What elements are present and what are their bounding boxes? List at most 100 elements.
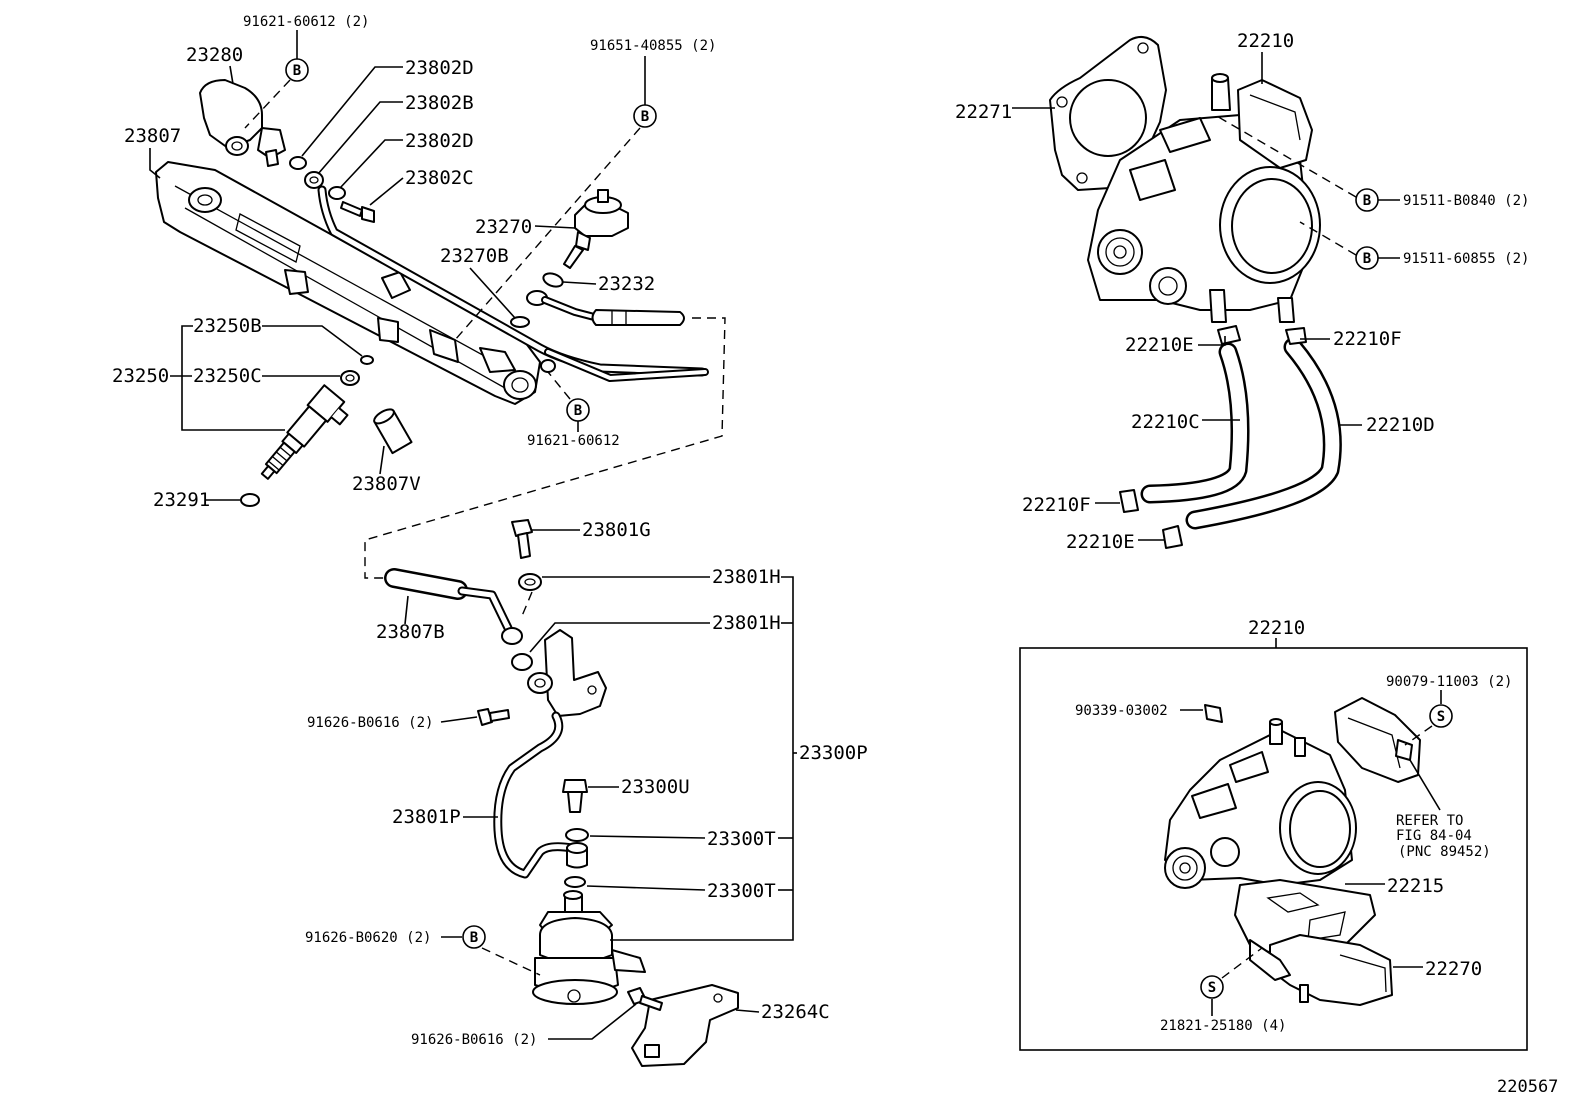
o-ring-23250b (360, 355, 374, 365)
label-21821-25180-4: 21821-25180 (4) (1160, 1018, 1286, 1034)
union-bolt-23801g (511, 519, 533, 559)
label-22210d: 22210D (1366, 414, 1435, 436)
label-inset-22210: 22210 (1248, 617, 1305, 639)
label-22215: 22215 (1387, 875, 1444, 897)
label-22210: 22210 (1237, 30, 1294, 52)
regulator-inlet-fitting (566, 842, 588, 869)
label-23807v: 23807V (352, 473, 421, 495)
label-90339-03002: 90339-03002 (1075, 703, 1168, 719)
label-91511-b0840-2: 91511-B0840 (2) (1403, 193, 1529, 209)
bolt-91626-b0616-lower (627, 987, 663, 1011)
gasket-23802d-lower (328, 186, 346, 200)
pipe-end-fitting (501, 627, 523, 645)
union-bolt-23802c (340, 201, 375, 223)
label-23801h-lower: 23801H (712, 612, 781, 634)
label-23300u: 23300U (621, 776, 690, 798)
gasket-23801h-upper (518, 573, 542, 591)
marker-s-text: S (1208, 980, 1216, 996)
gasket-23300t-upper (565, 828, 589, 842)
marker-b-text: B (293, 63, 301, 79)
hose-clip-22210f-upper (1285, 327, 1307, 345)
label-23264c: 23264C (761, 1001, 830, 1023)
fuel-hose-lower (540, 348, 709, 382)
label-22210c: 22210C (1131, 411, 1200, 433)
o-ring-23291 (240, 493, 260, 507)
label-22270: 22270 (1425, 958, 1482, 980)
o-ring-23232 (542, 272, 564, 288)
label-23300p: 23300P (799, 742, 868, 764)
right-leader-lines (1012, 52, 1400, 541)
pulsation-damper-23280 (199, 79, 286, 167)
marker-b-text: B (1363, 251, 1371, 267)
marker-b-text: B (1363, 193, 1371, 209)
label-23802c: 23802C (405, 167, 474, 189)
spacer-23807v (373, 408, 413, 455)
label-23300t-lower: 23300T (707, 880, 776, 902)
label-23300t-upper: 23300T (707, 828, 776, 850)
label-23232: 23232 (598, 273, 655, 295)
label-23270b: 23270B (440, 245, 509, 267)
pressure-regulator-23270 (563, 189, 629, 269)
inset-pin-90339 (1204, 704, 1223, 723)
gasket-23801h-lower (511, 653, 533, 671)
label-22210e-lower: 22210E (1066, 531, 1135, 553)
inset-frame (1019, 647, 1528, 1051)
gasket-23802d-upper (289, 156, 307, 170)
label-23807b: 23807B (376, 621, 445, 643)
label-23801g: 23801G (582, 519, 651, 541)
label-23280: 23280 (186, 44, 243, 66)
label-pnc-89452: (PNC 89452) (1398, 844, 1491, 860)
label-fig-84-04: FIG 84-04 (1396, 828, 1472, 844)
label-91626-b0616-2-upper: 91626-B0616 (2) (307, 715, 433, 731)
union-bolt-23300u (562, 779, 588, 813)
label-23802d-lower: 23802D (405, 130, 474, 152)
water-bypass-hose-22210d (1185, 337, 1342, 530)
marker-b-rail-bolt: B (566, 398, 590, 422)
fuel-pipe-bracket (527, 629, 607, 717)
marker-b-damper-mount-bolt: B (462, 925, 486, 949)
fuel-pipe-23801p (493, 711, 577, 879)
label-91626-b0620-2: 91626-B0620 (2) (305, 930, 431, 946)
fuel-pressure-damper-23300p (532, 890, 646, 1005)
marker-b-text: B (574, 403, 582, 419)
gasket-23300t-lower (564, 876, 586, 888)
label-23250c: 23250C (193, 365, 262, 387)
label-91511-60855-2: 91511-60855 (2) (1403, 251, 1529, 267)
water-bypass-hose-22210c (1140, 342, 1250, 504)
marker-b-text: B (470, 930, 478, 946)
throttle-body-22210 (1087, 73, 1321, 323)
marker-s-sensor-screw: S (1429, 704, 1453, 728)
fuel-hose-23807b (384, 568, 513, 633)
label-91651-40855-2: 91651-40855 (2) (590, 38, 716, 54)
hose-clip-22210e-upper (1217, 325, 1241, 345)
label-22210f-lower: 22210F (1022, 494, 1091, 516)
inset-leader-lines (1180, 638, 1442, 1016)
marker-b-throttle-bolt-2: B (1355, 246, 1379, 270)
label-22210e-upper: 22210E (1125, 334, 1194, 356)
fuel-injector-23250 (260, 384, 349, 480)
marker-b-throttle-bolt-1: B (1355, 188, 1379, 212)
label-91621-60612-2: 91621-60612 (2) (243, 14, 369, 30)
hose-clip-22210e-lower (1162, 525, 1183, 549)
inset-throttle-body (1164, 718, 1357, 889)
marker-b-regulator-bolt: B (633, 104, 657, 128)
label-91621-60612: 91621-60612 (527, 433, 620, 449)
fuel-hose-upper (541, 296, 685, 326)
label-91626-b0616-2-lower: 91626-B0616 (2) (411, 1032, 537, 1048)
alignment-line-23801g (521, 591, 533, 617)
label-22210f-upper: 22210F (1333, 328, 1402, 350)
marker-b-text: B (641, 109, 649, 125)
label-23807: 23807 (124, 125, 181, 147)
label-23802b: 23802B (405, 92, 474, 114)
label-23270: 23270 (475, 216, 532, 238)
union-23802b (304, 171, 324, 189)
label-23801p: 23801P (392, 806, 461, 828)
bolt-91626-b0616-upper (477, 708, 510, 726)
fuel-delivery-rail (155, 161, 541, 405)
marker-s-gasket-screw: S (1200, 975, 1224, 999)
label-23801h-upper: 23801H (712, 566, 781, 588)
figure-number: 220567 (1497, 1077, 1558, 1097)
label-refer-to: REFER TO (1396, 813, 1463, 829)
marker-s-text: S (1437, 709, 1445, 725)
